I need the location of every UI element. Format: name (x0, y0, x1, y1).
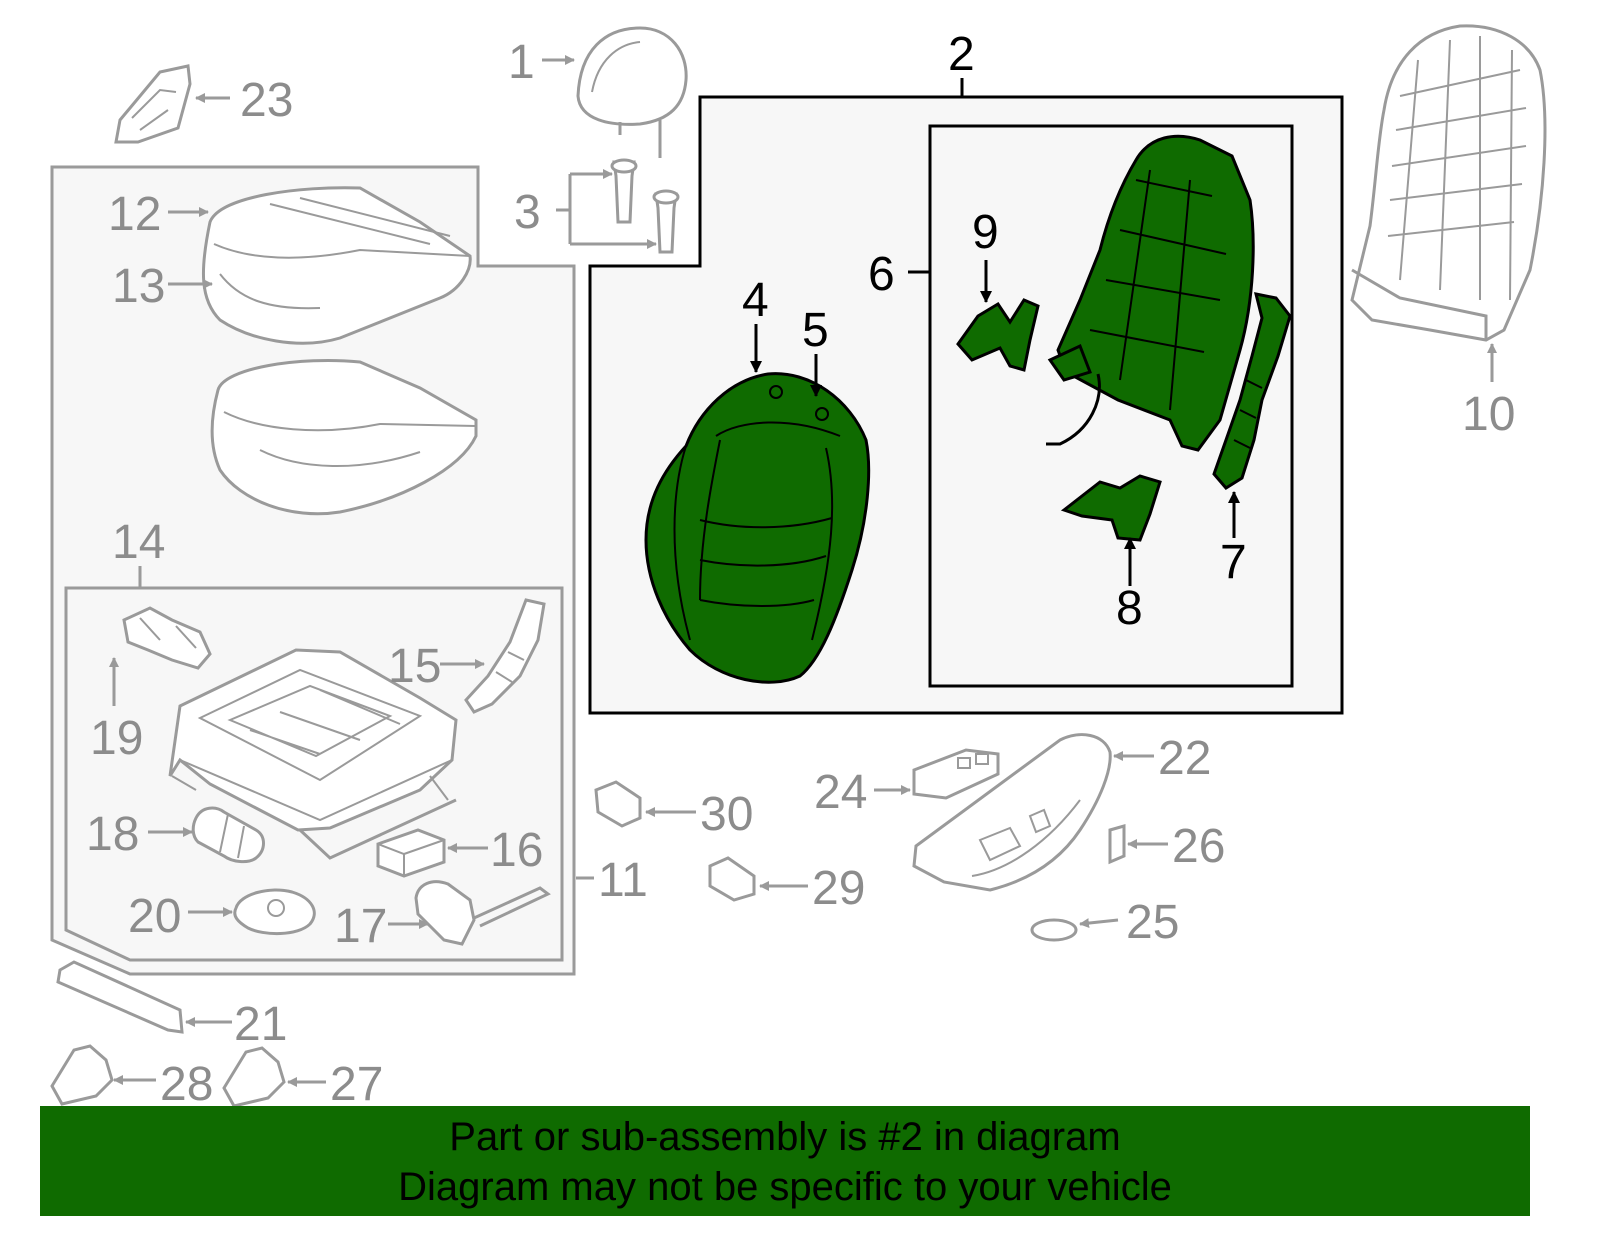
callout-6: 6 (868, 248, 895, 301)
part-10-seatback-frame[interactable] (1350, 24, 1547, 342)
part-23-cover[interactable] (114, 64, 192, 144)
part-19-motor[interactable] (122, 606, 212, 670)
callout-27: 27 (330, 1058, 383, 1111)
callout-22: 22 (1158, 732, 1211, 785)
part-9-bracket[interactable] (956, 298, 1040, 372)
callout-20: 20 (128, 890, 181, 943)
part-24-switch[interactable] (912, 748, 1000, 800)
callout-15: 15 (388, 640, 441, 693)
part-13-cushion-pad[interactable] (210, 358, 478, 516)
callout-28: 28 (160, 1058, 213, 1111)
banner-line-2: Diagram may not be specific to your vehi… (398, 1165, 1172, 1209)
part-14-seat-track-frame[interactable] (168, 648, 458, 860)
callout-21: 21 (234, 998, 287, 1051)
part-25-ring[interactable] (1030, 918, 1078, 942)
callout-5: 5 (802, 304, 829, 357)
part-1-headrest[interactable] (576, 26, 688, 158)
callout-8: 8 (1116, 582, 1143, 635)
part-8-bracket[interactable] (1060, 474, 1162, 542)
callout-12: 12 (108, 188, 161, 241)
info-banner: Part or sub-assembly is #2 in diagram Di… (40, 1106, 1530, 1216)
part-21-garnish[interactable] (56, 960, 184, 1034)
callout-1: 1 (508, 36, 535, 89)
part-16-module[interactable] (376, 828, 446, 878)
part-27-cover[interactable] (222, 1046, 286, 1108)
callout-25: 25 (1126, 896, 1179, 949)
callout-7: 7 (1220, 536, 1247, 589)
callout-3: 3 (514, 186, 541, 239)
callout-13: 13 (112, 260, 165, 313)
callout-18: 18 (86, 808, 139, 861)
part-30-clip[interactable] (594, 780, 642, 828)
callout-29: 29 (812, 862, 865, 915)
callout-14: 14 (112, 516, 165, 569)
callout-19: 19 (90, 712, 143, 765)
part-26-clip[interactable] (1108, 824, 1126, 865)
callout-24: 24 (814, 766, 867, 819)
part-4-seatback-cover[interactable] (644, 372, 871, 684)
callout-17: 17 (334, 900, 387, 953)
callout-30: 30 (700, 788, 753, 841)
callout-4: 4 (742, 274, 769, 327)
part-15-cable[interactable] (464, 598, 546, 714)
callout-26: 26 (1172, 820, 1225, 873)
part-29-clip[interactable] (708, 856, 756, 902)
callout-11: 11 (598, 854, 648, 907)
part-17-switch[interactable] (414, 880, 551, 946)
callout-2: 2 (948, 28, 975, 81)
part-22-side-cover[interactable] (912, 733, 1112, 892)
callout-16: 16 (490, 824, 543, 877)
part-6-seatback-frame[interactable] (1046, 134, 1255, 452)
banner-line-1: Part or sub-assembly is #2 in diagram (449, 1115, 1121, 1159)
part-20-gear[interactable] (233, 888, 316, 936)
part-7-rail[interactable] (1212, 292, 1292, 490)
callout-10: 10 (1462, 388, 1515, 441)
callout-9: 9 (972, 206, 999, 259)
part-18-motor[interactable] (191, 806, 265, 864)
part-28-cover[interactable] (50, 1044, 114, 1106)
part-12-cushion-cover[interactable] (202, 186, 472, 345)
part-3-headrest-guides[interactable] (610, 158, 680, 254)
callout-23: 23 (240, 74, 293, 127)
